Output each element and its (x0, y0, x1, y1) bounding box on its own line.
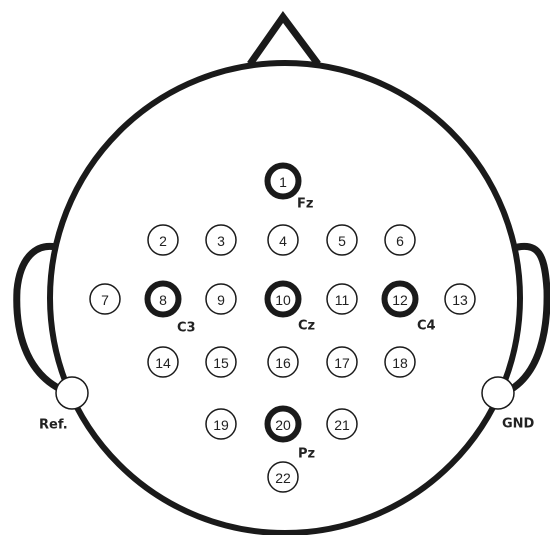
electrode-number: 4 (279, 233, 287, 249)
nose (250, 17, 318, 64)
electrode-6: 6 (385, 225, 415, 255)
electrode-11: 11 (327, 284, 357, 314)
electrode-number: 14 (155, 355, 171, 371)
electrode-16: 16 (268, 347, 298, 377)
electrode-number: 7 (101, 292, 109, 308)
ground-label: GND (502, 417, 535, 432)
electrode-number: 10 (275, 292, 291, 308)
electrode-13: 13 (445, 284, 475, 314)
electrode-number: 17 (334, 355, 350, 371)
electrode-number: 1 (279, 174, 287, 190)
site-label-fz: Fz (297, 197, 313, 212)
electrode-10: 10 (268, 284, 299, 315)
electrode-15: 15 (206, 347, 236, 377)
electrode-12: 12 (385, 284, 416, 315)
electrode-20: 20 (268, 409, 299, 440)
site-label-cz: Cz (298, 319, 315, 334)
electrode-number: 20 (275, 417, 291, 433)
electrode-9: 9 (206, 284, 236, 314)
electrode-number: 6 (396, 233, 404, 249)
site-label-c3: C3 (177, 321, 196, 336)
electrode-number: 16 (275, 355, 291, 371)
electrode-4: 4 (268, 225, 298, 255)
electrode-number: 11 (335, 292, 350, 308)
electrode-17: 17 (327, 347, 357, 377)
electrode-21: 21 (327, 409, 357, 439)
electrode-number: 21 (334, 417, 350, 433)
electrode-5: 5 (327, 225, 357, 255)
electrode-22: 22 (268, 462, 298, 492)
electrode-number: 12 (392, 292, 408, 308)
electrode-number: 22 (275, 470, 291, 486)
electrode-number: 9 (217, 292, 225, 308)
site-label-pz: Pz (298, 447, 315, 462)
electrode-1: 1 (268, 166, 299, 197)
electrode-8: 8 (148, 284, 179, 315)
electrode-14: 14 (148, 347, 178, 377)
electrode-number: 18 (392, 355, 408, 371)
electrode-7: 7 (90, 284, 120, 314)
electrode-number: 2 (159, 233, 167, 249)
ground-electrode (482, 377, 514, 409)
electrode-number: 3 (217, 233, 225, 249)
electrode-number: 13 (452, 292, 468, 308)
electrode-19: 19 (206, 409, 236, 439)
electrode-18: 18 (385, 347, 415, 377)
reference-label: Ref. (39, 418, 68, 433)
electrode-3: 3 (206, 225, 236, 255)
reference-electrode (56, 377, 88, 409)
electrode-number: 8 (159, 292, 167, 308)
electrode-number: 19 (213, 417, 229, 433)
electrode-number: 5 (338, 233, 346, 249)
electrode-2: 2 (148, 225, 178, 255)
electrode-number: 15 (213, 355, 229, 371)
site-label-c4: C4 (417, 319, 436, 334)
